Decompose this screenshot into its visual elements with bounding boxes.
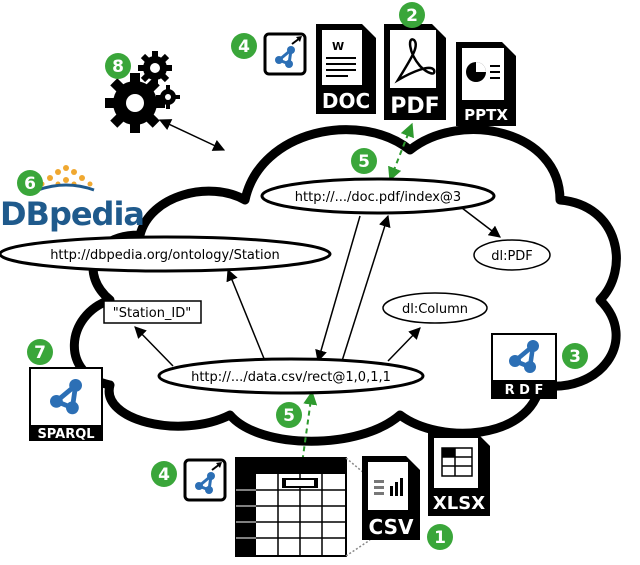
edge-csv-column	[387, 327, 421, 362]
svg-text:XLSX: XLSX	[433, 493, 485, 514]
svg-text:DOC: DOC	[322, 89, 370, 113]
pptx-file-icon: PPTX	[456, 42, 516, 126]
gears-icon	[105, 51, 180, 133]
badge-5-top: 5	[351, 148, 377, 174]
svg-text:5: 5	[283, 406, 295, 426]
dbpedia-logo: DBpedia	[0, 165, 145, 233]
spreadsheet-table	[235, 457, 371, 557]
doc-file-icon: W DOC	[316, 24, 376, 114]
svg-text:DBpedia: DBpedia	[0, 195, 144, 233]
sparql-logo: SPARQL	[29, 367, 103, 442]
badge-4-top: 4	[231, 33, 257, 59]
node-dl-pdf: dl:PDF	[473, 239, 551, 271]
svg-text:R D F: R D F	[505, 383, 544, 398]
edge-pdf-dlpdf	[461, 207, 501, 238]
badge-4-bottom: 4	[151, 461, 177, 487]
xlsx-file-icon: XLSX	[428, 432, 490, 516]
svg-text:dl:PDF: dl:PDF	[491, 249, 533, 264]
edge-csv-pdf	[341, 214, 391, 362]
svg-text:dl:Column: dl:Column	[402, 302, 468, 317]
svg-text:http://dbpedia.org/ontology/St: http://dbpedia.org/ontology/Station	[50, 248, 280, 263]
node-station-uri: http://dbpedia.org/ontology/Station	[0, 235, 332, 273]
node-dl-column: dl:Column	[382, 292, 488, 324]
link-csv-table	[294, 390, 318, 480]
svg-text:http://.../doc.pdf/index@3: http://.../doc.pdf/index@3	[295, 190, 461, 205]
svg-text:SPARQL: SPARQL	[37, 427, 94, 442]
svg-text:6: 6	[24, 174, 36, 194]
badge-5-bottom: 5	[276, 402, 302, 428]
edge-csv-station-id	[134, 326, 174, 367]
svg-text:3: 3	[569, 347, 581, 367]
node-csv-uri: http://.../data.csv/rect@1,0,1,1	[157, 357, 425, 395]
badge-7: 7	[27, 339, 53, 365]
link-pdf-doc	[388, 122, 414, 182]
badge-1: 1	[427, 524, 453, 550]
svg-text:4: 4	[238, 37, 250, 57]
edge-gears-cloud	[158, 119, 226, 151]
svg-text:7: 7	[34, 343, 46, 363]
badge-3: 3	[562, 343, 588, 369]
svg-text:8: 8	[112, 57, 124, 77]
node-pdf-uri: http://.../doc.pdf/index@3	[260, 177, 496, 215]
badge-6: 6	[17, 170, 43, 196]
csv-file-icon: CSV	[362, 456, 420, 540]
edge-csv-station	[226, 268, 266, 362]
svg-text:2: 2	[406, 6, 418, 26]
pdf-file-icon: PDF	[384, 24, 446, 120]
rdf-annotation-icon-top	[263, 32, 307, 76]
svg-text:PPTX: PPTX	[464, 106, 508, 124]
svg-text:"Station_ID": "Station_ID"	[113, 306, 192, 321]
badge-8: 8	[105, 53, 131, 79]
svg-text:CSV: CSV	[369, 515, 414, 539]
edge-pdf-csv	[315, 215, 361, 363]
svg-text:W: W	[332, 40, 344, 53]
rdf-annotation-icon-bottom	[183, 458, 227, 502]
svg-text:5: 5	[358, 152, 370, 172]
svg-text:4: 4	[158, 465, 170, 485]
svg-text:PDF: PDF	[390, 94, 439, 119]
badge-2: 2	[399, 2, 425, 28]
rdf-logo: R D F	[491, 333, 557, 399]
svg-text:http://.../data.csv/rect@1,0,1: http://.../data.csv/rect@1,0,1,1	[191, 370, 391, 385]
svg-text:1: 1	[434, 528, 446, 548]
node-station-id: "Station_ID"	[103, 300, 202, 324]
